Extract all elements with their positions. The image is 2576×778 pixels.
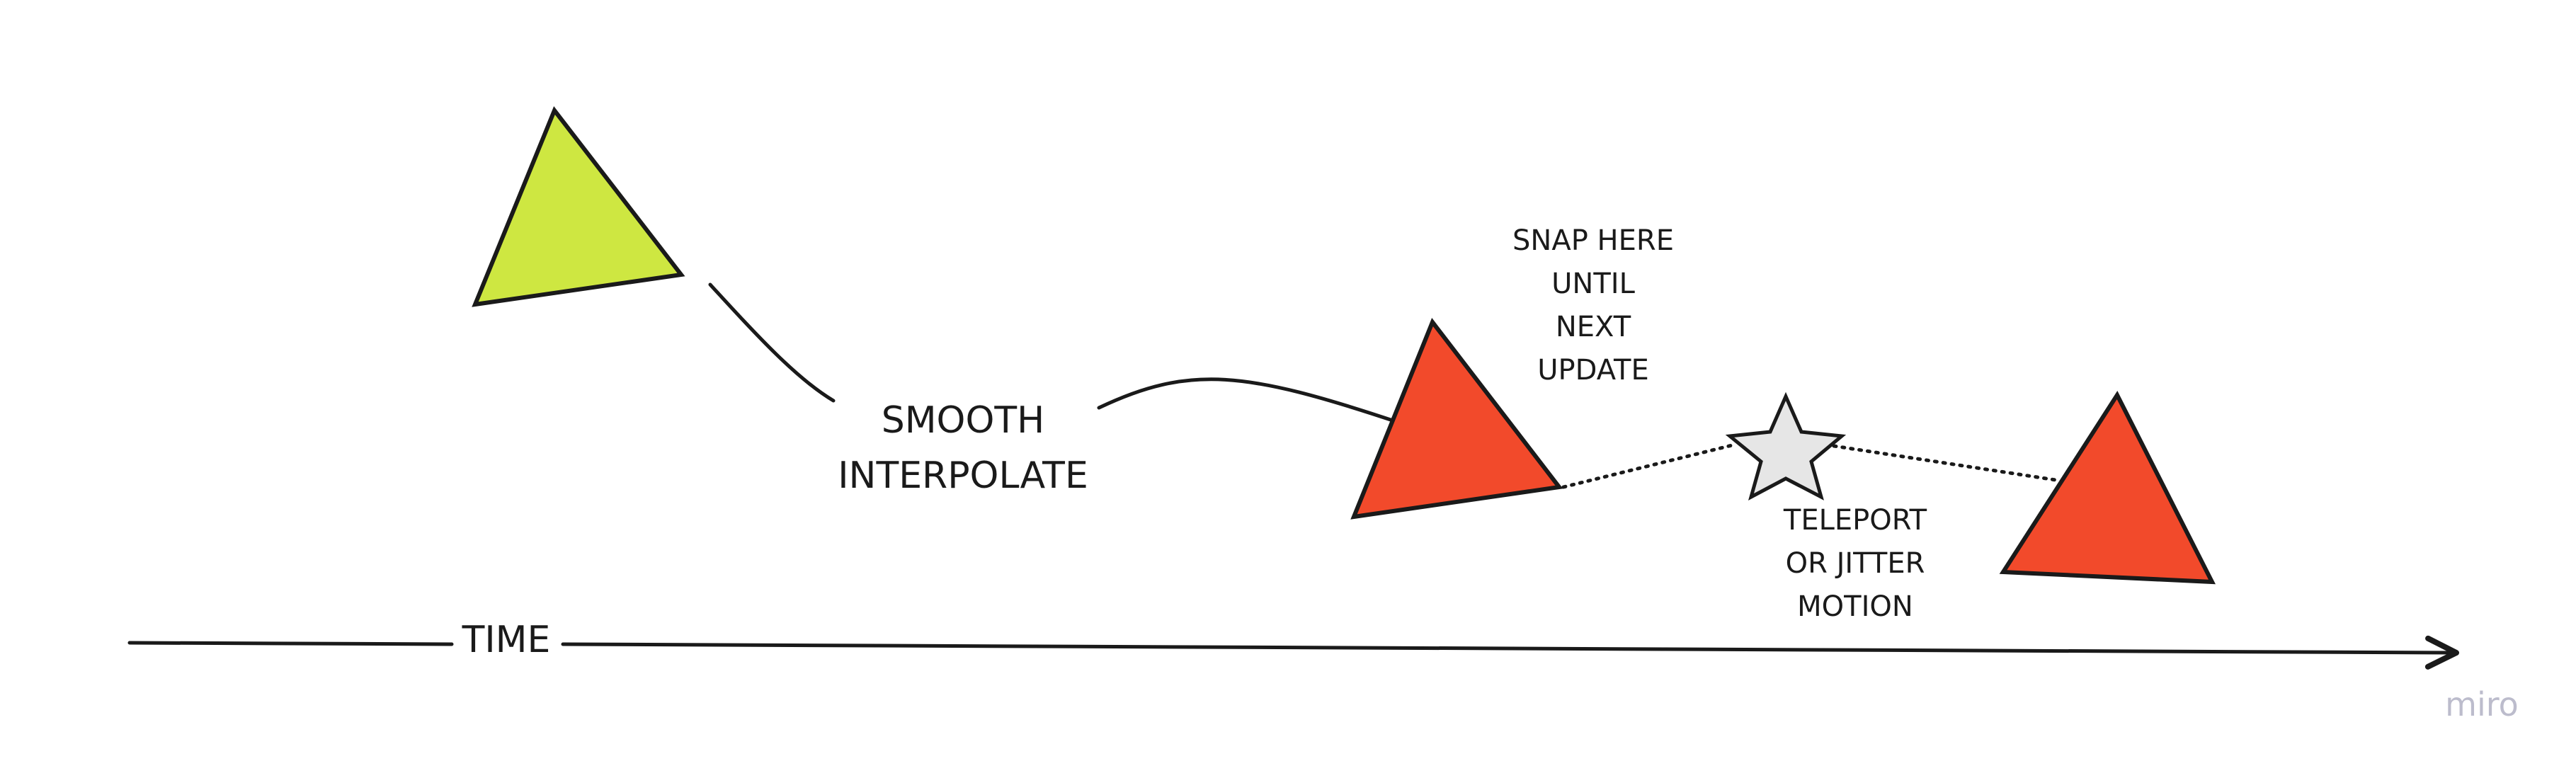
snap-here-line-1: SNAP HERE xyxy=(1512,224,1674,257)
time-axis-label: TIME xyxy=(462,619,551,661)
time-axis-left-segment xyxy=(127,641,454,646)
smooth-interpolate-line-1: SMOOTH xyxy=(881,399,1045,442)
smooth-curve-right xyxy=(1097,377,1397,423)
smooth-interpolate-label: SMOOTH INTERPOLATE xyxy=(807,393,1119,503)
teleport-line-2: OR JITTER xyxy=(1785,547,1925,580)
smooth-curve-left xyxy=(708,282,836,403)
smooth-interpolate-line-2: INTERPOLATE xyxy=(838,454,1088,497)
snap-here-line-4: UPDATE xyxy=(1537,354,1649,387)
time-axis-arrow xyxy=(561,635,2459,670)
teleport-line-3: MOTION xyxy=(1797,590,1913,623)
jitter-path-from-star xyxy=(1832,444,2058,482)
snap-here-line-3: NEXT xyxy=(1555,311,1631,343)
snap-here-line-2: UNTIL xyxy=(1551,268,1635,300)
jitter-path-to-star xyxy=(1561,442,1737,489)
teleport-label: TELEPORT OR JITTER MOTION xyxy=(1728,499,1983,629)
miro-logo[interactable]: miro xyxy=(2445,685,2519,723)
snap-here-label: SNAP HERE UNTIL NEXT UPDATE xyxy=(1459,219,1728,392)
snap-triangle-icon xyxy=(1350,318,1563,520)
end-triangle-icon xyxy=(1999,390,2216,585)
star-icon xyxy=(1725,391,1847,500)
start-triangle-icon xyxy=(472,106,685,307)
teleport-line-1: TELEPORT xyxy=(1783,504,1927,537)
